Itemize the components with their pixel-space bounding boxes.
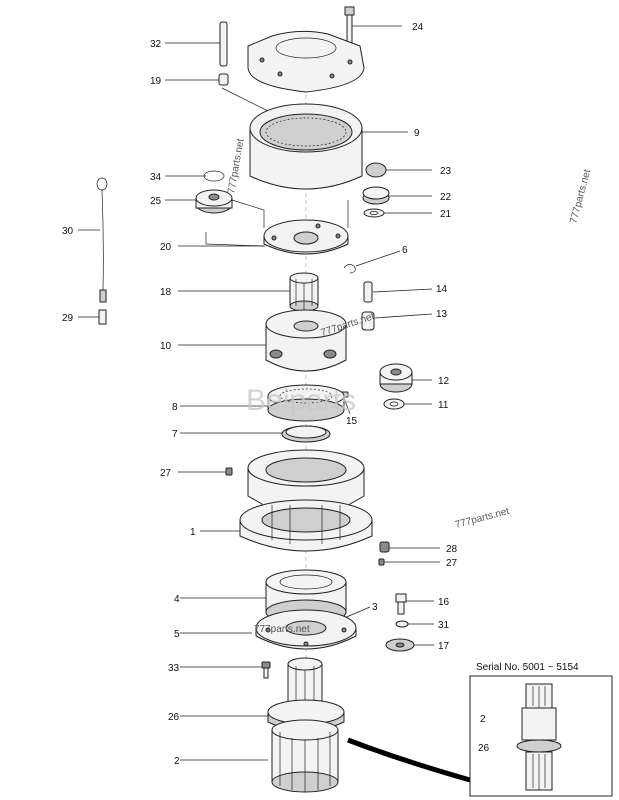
part-32-pin bbox=[219, 21, 228, 67]
part-10-planet-carrier bbox=[265, 309, 347, 372]
callout-30: 30 bbox=[62, 226, 74, 237]
callout-15: 15 bbox=[346, 416, 358, 427]
callout-8: 8 bbox=[172, 402, 178, 413]
callout-28: 28 bbox=[446, 544, 458, 555]
pin-alignment-line bbox=[221, 87, 271, 113]
part-20-carrier-plate bbox=[263, 219, 349, 255]
watermark-2: 777parts.net bbox=[568, 168, 593, 225]
part-8-bearing bbox=[267, 384, 345, 422]
part-18-sun-gear bbox=[289, 272, 319, 312]
callout-27-top: 27 bbox=[160, 468, 172, 479]
callout-31: 31 bbox=[438, 620, 450, 631]
inset-pointer-arrow bbox=[347, 737, 471, 783]
part-24-bolt bbox=[344, 6, 355, 50]
assembly-guide-lines bbox=[205, 199, 349, 247]
part-17-cover bbox=[385, 638, 415, 652]
inset-title: Serial No. 5001 ~ 5154 bbox=[476, 662, 579, 673]
callout-23: 23 bbox=[440, 166, 452, 177]
callout-24: 24 bbox=[412, 22, 424, 33]
leader-lines bbox=[78, 25, 520, 761]
serial-inset-box bbox=[469, 675, 613, 797]
part-30-dipstick bbox=[96, 177, 108, 303]
part-33-bolt bbox=[261, 661, 271, 679]
watermark-1: 777parts.net bbox=[226, 138, 247, 195]
callout-20: 20 bbox=[160, 242, 172, 253]
callout-21: 21 bbox=[440, 209, 452, 220]
callout-9: 9 bbox=[414, 128, 420, 139]
part-11-washer bbox=[383, 398, 405, 410]
part-22-gear bbox=[362, 186, 390, 205]
callout-11: 11 bbox=[438, 400, 449, 411]
part-34-o-ring bbox=[203, 170, 225, 182]
part-27-fitting-bottom bbox=[378, 558, 385, 566]
inset-callout-26: 26 bbox=[478, 743, 490, 754]
callout-34: 34 bbox=[150, 172, 162, 183]
part-14-pin bbox=[363, 281, 373, 303]
callout-18: 18 bbox=[160, 287, 172, 298]
part-21-washer bbox=[363, 208, 385, 218]
callout-14: 14 bbox=[436, 284, 448, 295]
callout-3: 3 bbox=[372, 602, 378, 613]
callout-12: 12 bbox=[438, 376, 450, 387]
callout-25: 25 bbox=[150, 196, 162, 207]
callout-32: 32 bbox=[150, 39, 162, 50]
part-23-plug bbox=[365, 162, 387, 178]
callout-17: 17 bbox=[438, 641, 450, 652]
callout-13: 13 bbox=[436, 309, 448, 320]
callout-29: 29 bbox=[62, 313, 74, 324]
callout-27-bottom: 27 bbox=[446, 558, 458, 569]
part-1-housing bbox=[239, 449, 373, 552]
part-16-bolt bbox=[395, 593, 407, 615]
callout-1: 1 bbox=[190, 527, 196, 538]
callout-10: 10 bbox=[160, 341, 172, 352]
callout-16: 16 bbox=[438, 597, 450, 608]
callout-2: 2 bbox=[174, 756, 180, 767]
callout-4: 4 bbox=[174, 594, 180, 605]
part-9-ring-gear bbox=[249, 103, 363, 190]
watermark-4: 777parts.net bbox=[454, 506, 511, 531]
part-19-bushing bbox=[218, 73, 229, 86]
watermark-5: 777parts.net bbox=[254, 624, 310, 635]
motor-flange bbox=[247, 30, 365, 93]
part-12-planet-gear bbox=[379, 363, 413, 393]
callout-33: 33 bbox=[168, 663, 180, 674]
callout-26: 26 bbox=[168, 712, 180, 723]
part-28-plug bbox=[379, 541, 390, 553]
part-31-washer bbox=[395, 620, 409, 628]
part-25-planet-gear bbox=[195, 189, 233, 214]
part-6-snap-ring bbox=[343, 264, 356, 274]
brand-watermark: Beiparts bbox=[246, 384, 356, 417]
inset-callout-2: 2 bbox=[480, 714, 486, 725]
part-13-bushing bbox=[361, 311, 375, 331]
callout-7: 7 bbox=[172, 429, 178, 440]
callout-19: 19 bbox=[150, 76, 162, 87]
callout-22: 22 bbox=[440, 192, 452, 203]
part-29-tube bbox=[98, 309, 107, 325]
part-2-pinion-shaft bbox=[267, 657, 345, 793]
part-27-fitting-top bbox=[225, 467, 233, 476]
callout-6: 6 bbox=[402, 245, 408, 256]
part-7-oil-seal bbox=[281, 425, 331, 443]
part-5-plate bbox=[255, 609, 357, 650]
callout-labels: 24 32 19 9 34 23 25 22 21 30 20 6 18 14 … bbox=[62, 22, 579, 767]
callout-5: 5 bbox=[174, 629, 180, 640]
